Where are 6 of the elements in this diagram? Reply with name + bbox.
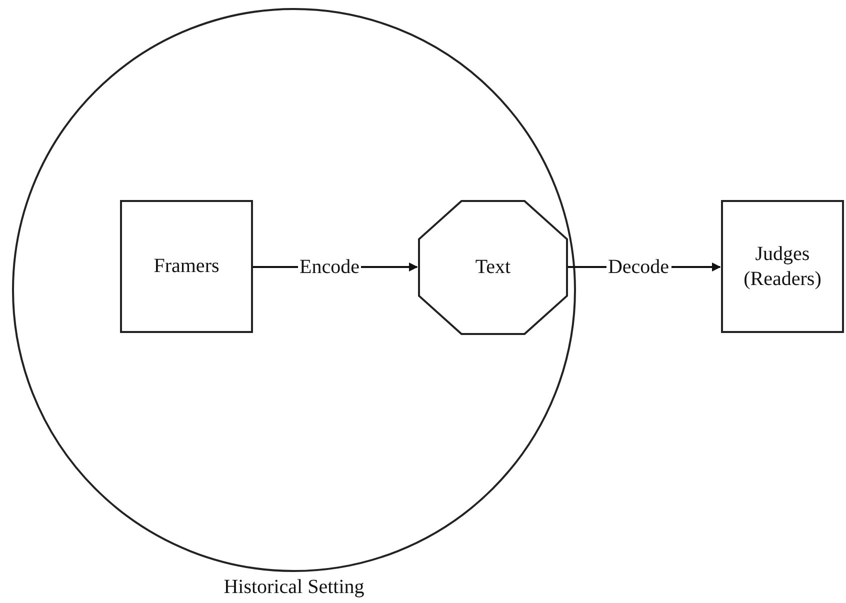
box <box>721 200 844 333</box>
node-label: Judges (Readers) <box>742 242 822 292</box>
box <box>120 200 253 333</box>
group-label: Historical Setting <box>224 575 364 600</box>
node-label: Text <box>474 255 512 280</box>
node-label: Framers <box>152 254 220 279</box>
